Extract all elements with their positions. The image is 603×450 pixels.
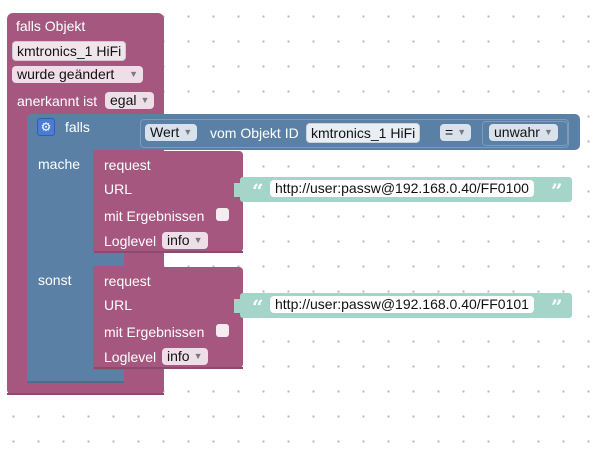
compare-object-field[interactable]: kmtronics_1 HiFi [306,123,421,143]
trigger-ack-label: anerkannt ist [17,93,98,109]
if-block-else-arm [27,252,124,266]
request-2-loglevel-label: Loglevel [104,349,157,365]
trigger-block-shadow [7,393,164,395]
trigger-ack-value: egal [110,92,137,108]
request-1-results-label: mit Ergebnissen [104,208,205,224]
request-1-url-label: URL [104,181,133,197]
mutator-gear-icon[interactable]: ⚙ [37,118,55,136]
bool-value-dropdown[interactable]: unwahr ▼ [489,124,558,141]
compare-source-dropdown[interactable]: Wert ▼ [145,124,198,141]
url-1-value[interactable]: http://user:passw@192.168.0.40/FF0100 [270,180,534,197]
chevron-down-icon: ▼ [140,95,150,105]
request-2-loglevel-value: info [167,348,190,364]
request-2-url-label: URL [104,297,133,313]
trigger-change-value: wurde geändert [17,66,115,82]
if-label: falls [65,119,90,135]
request-1-loglevel-value: info [167,232,190,248]
request-2-results-checkbox[interactable] [216,324,229,337]
chevron-down-icon: ▼ [457,127,467,137]
request-1-results-checkbox[interactable] [216,208,229,221]
do-label: mache [38,156,81,172]
chevron-down-icon: ▼ [544,127,553,137]
request-1-loglevel-label: Loglevel [104,233,157,249]
open-quote-icon: “ [252,179,264,203]
if-block-shadow [27,381,124,383]
chevron-down-icon: ▼ [129,69,138,79]
request-2-loglevel-dropdown[interactable]: info ▼ [162,348,208,365]
compare-source-value: Wert [150,124,180,140]
close-quote-icon: ” [551,179,563,203]
bool-value: unwahr [494,124,540,140]
request-block-1-shadow [94,251,243,253]
request-2-results-label: mit Ergebnissen [104,324,205,340]
trigger-ack-dropdown[interactable]: egal ▼ [105,92,155,109]
url-text-block-2-tab [234,299,240,313]
trigger-change-dropdown[interactable]: wurde geändert ▼ [12,66,143,83]
chevron-down-icon: ▼ [183,127,193,137]
request-1-loglevel-dropdown[interactable]: info ▼ [162,232,208,249]
chevron-down-icon: ▼ [193,235,203,245]
open-quote-icon: “ [252,295,264,319]
trigger-title: falls Objekt [16,18,86,34]
compare-source-text: vom Objekt ID [210,125,299,141]
request-block-2-shadow [94,367,243,369]
compare-operator-dropdown[interactable]: = ▼ [440,124,472,141]
else-label: sonst [38,272,72,288]
if-block-bottom-arm [27,370,124,383]
compare-operator-value: = [445,124,454,140]
url-2-value[interactable]: http://user:passw@192.168.0.40/FF0101 [270,296,534,313]
request-2-title: request [104,273,151,289]
trigger-block-bottom-arm [7,383,164,394]
close-quote-icon: ” [551,295,563,319]
chevron-down-icon: ▼ [193,351,203,361]
trigger-object-field[interactable]: kmtronics_1 HiFi [12,41,127,61]
request-1-title: request [104,157,151,173]
url-text-block-1-tab [234,183,240,197]
